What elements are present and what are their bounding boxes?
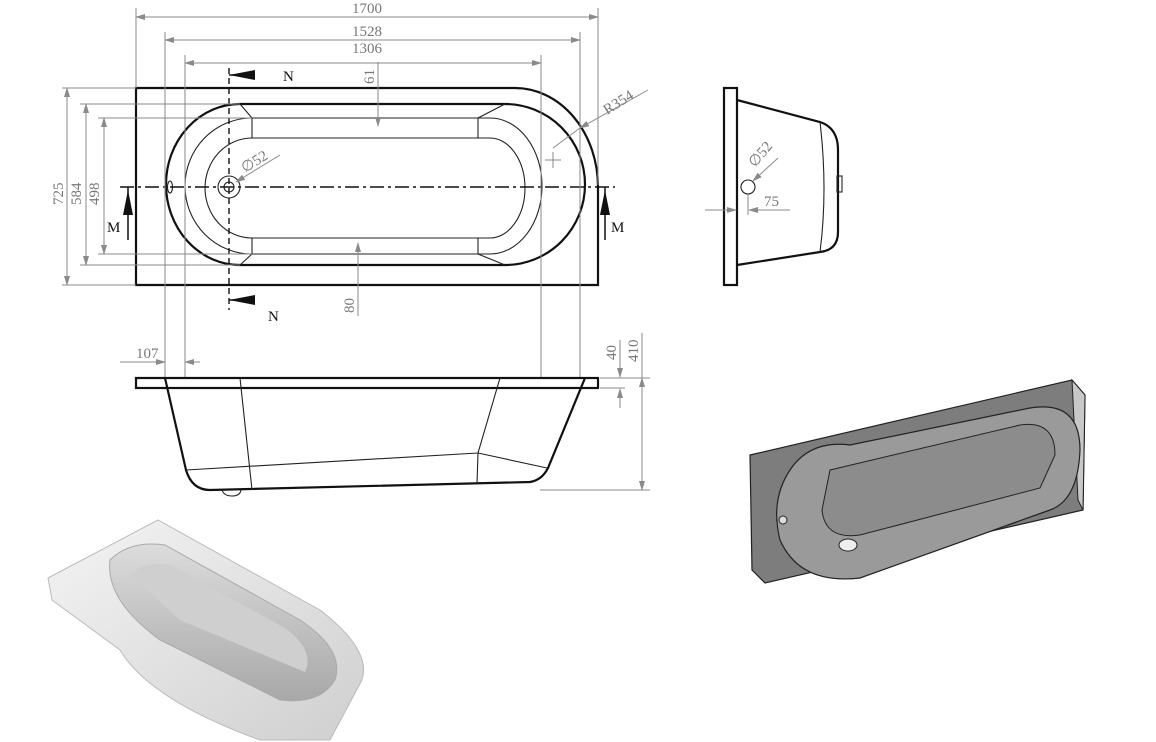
section-n-top-label: N bbox=[283, 69, 294, 85]
section-m-right-label: M bbox=[611, 220, 624, 236]
side-rim bbox=[134, 376, 600, 390]
side-view: 107 40 410 bbox=[120, 333, 650, 497]
dim-410: 410 bbox=[626, 340, 642, 363]
dim-75: 75 bbox=[764, 194, 779, 210]
end-view: ∅52 75 bbox=[705, 86, 843, 287]
dim-61: 61 bbox=[362, 69, 378, 84]
overflow-hole-icon bbox=[740, 179, 756, 195]
3d-render-white bbox=[47, 519, 365, 741]
dim-80: 80 bbox=[342, 298, 358, 313]
top-view: N N M M 1700 1528 1306 61 80 725 584 498… bbox=[51, 1, 649, 378]
dim-1700: 1700 bbox=[352, 1, 382, 17]
dim-r354: R354 bbox=[601, 87, 637, 118]
dim-40: 40 bbox=[604, 345, 620, 360]
end-rim bbox=[722, 86, 739, 287]
dim-584: 584 bbox=[69, 182, 85, 205]
dim-1528: 1528 bbox=[352, 24, 382, 40]
3d-render-gray bbox=[749, 378, 1086, 584]
dim-end-52: ∅52 bbox=[746, 139, 776, 171]
section-m-left-label: M bbox=[107, 220, 120, 236]
dim-725: 725 bbox=[51, 183, 67, 206]
outer-outline bbox=[134, 86, 600, 287]
dim-107: 107 bbox=[136, 346, 159, 362]
dim-1306: 1306 bbox=[352, 41, 383, 57]
dim-drain-52: ∅52 bbox=[239, 148, 271, 176]
dim-498: 498 bbox=[87, 183, 103, 206]
section-n-bottom-label: N bbox=[268, 309, 279, 325]
